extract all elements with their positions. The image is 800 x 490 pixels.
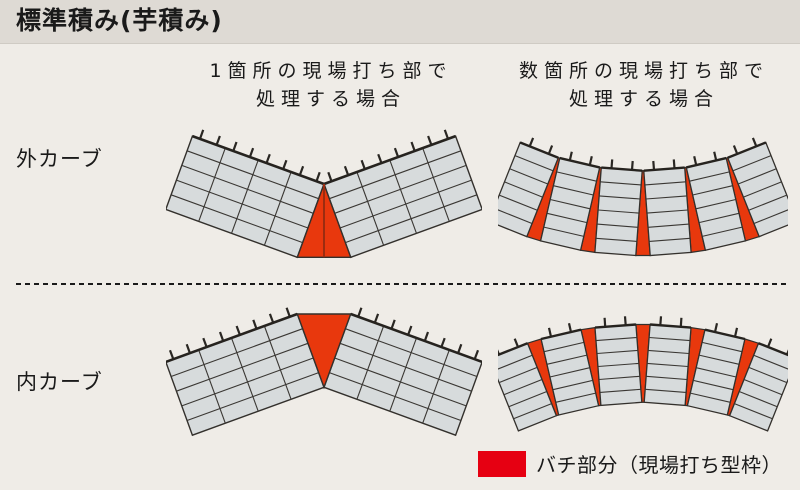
row-label-inner-curve: 内カーブ — [16, 370, 103, 394]
column-header-line: 1箇所の現場打ち部で — [209, 60, 453, 82]
legend-label: バチ部分（現場打ち型枠） — [536, 453, 782, 477]
title-bar: 標準積み(芋積み) — [0, 0, 800, 44]
diagram-inner-curve-single-joint — [166, 307, 482, 437]
column-header-line: 処理する場合 — [568, 88, 719, 110]
red-wedge-swatch — [478, 450, 526, 477]
diagram-outer-curve-single-joint — [166, 129, 482, 259]
diagram-inner-curve-multi-joint — [498, 316, 788, 432]
row-label-outer-curve: 外カーブ — [16, 147, 103, 171]
diagram-outer-curve-multi-joint — [498, 137, 788, 257]
column-header-line: 数箇所の現場打ち部で — [518, 60, 769, 82]
column-header-multi-joint: 数箇所の現場打ち部で 処理する場合 — [494, 57, 794, 113]
column-header-single-joint: 1箇所の現場打ち部で 処理する場合 — [176, 57, 486, 113]
dotted-divider — [16, 283, 789, 285]
column-header-line: 処理する場合 — [255, 88, 406, 110]
legend: バチ部分（現場打ち型枠） — [478, 450, 782, 477]
figure-title: 標準積み(芋積み) — [16, 6, 223, 35]
